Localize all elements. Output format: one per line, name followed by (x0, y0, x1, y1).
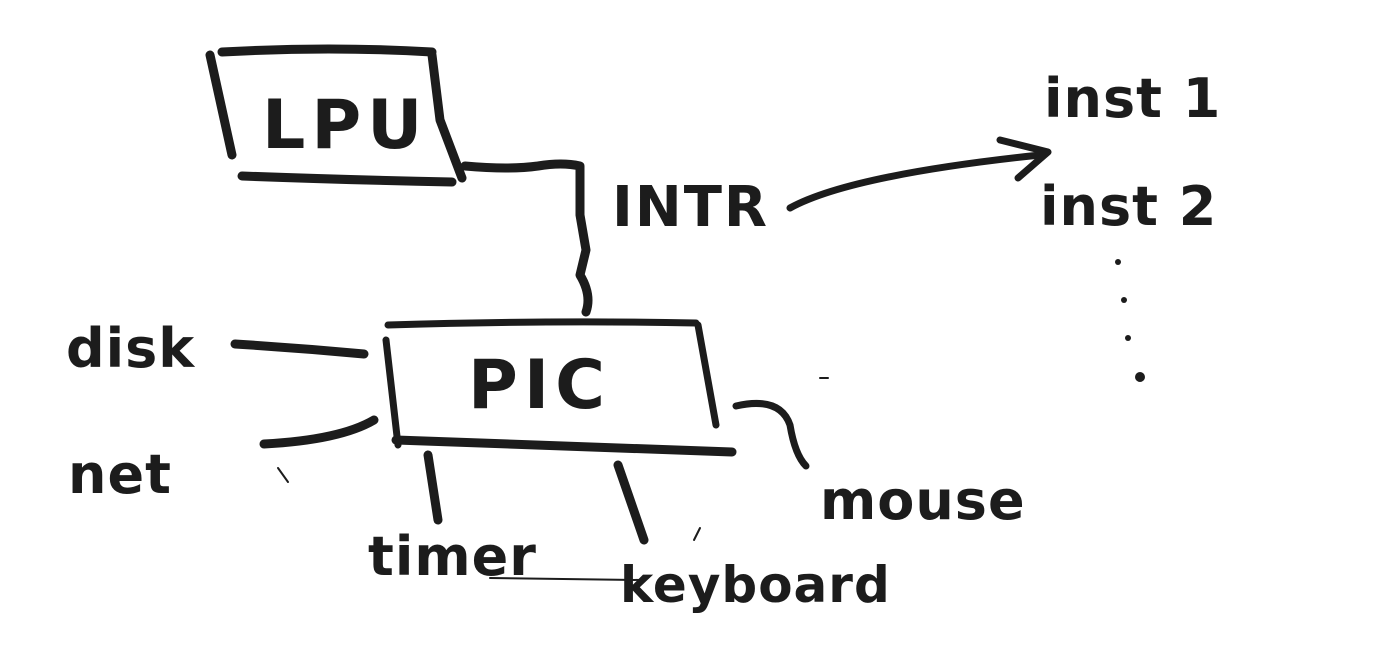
cpu-box-left-edge (205, 50, 237, 160)
disk-line (230, 339, 369, 359)
inst-1-label: inst 1 (1044, 67, 1222, 130)
pic-box-right-edge (694, 321, 720, 429)
keyboard-line (613, 460, 649, 545)
pic-box-bottom-edge (391, 435, 737, 457)
cpu-box-bottom-edge (237, 171, 457, 187)
timer-label: timer (368, 525, 537, 588)
intr-label: INTR (612, 175, 770, 240)
timer-line (423, 450, 443, 525)
ellipsis-dot-2 (1121, 297, 1127, 303)
cpu-box-right-edge (427, 50, 467, 183)
stray-mark-3 (489, 577, 641, 581)
cpu-box-top-edge (217, 44, 437, 57)
pic-box (382, 318, 737, 457)
disk-label: disk (66, 317, 196, 380)
intr-arrow-head (996, 136, 1052, 182)
mouse-line (732, 399, 810, 470)
intr-wire (460, 159, 593, 317)
cpu-box (205, 44, 467, 187)
mouse-label: mouse (820, 469, 1026, 532)
keyboard-label: keyboard (620, 556, 891, 614)
stray-mark-4 (693, 527, 701, 541)
ellipsis-dot-4 (1135, 372, 1145, 382)
net-label: net (68, 443, 172, 506)
net-line (259, 415, 379, 449)
ellipsis-dot-1 (1115, 259, 1121, 265)
stray-mark-1 (277, 467, 289, 483)
cpu-label: LPU (262, 86, 429, 165)
ellipsis-dot-3 (1125, 335, 1131, 341)
pic-box-top-edge (384, 318, 700, 329)
inst-2-label: inst 2 (1040, 175, 1218, 238)
pic-box-left-edge (382, 336, 402, 449)
pic-label: PIC (468, 346, 612, 425)
intr-arrow-shaft (786, 151, 1044, 212)
